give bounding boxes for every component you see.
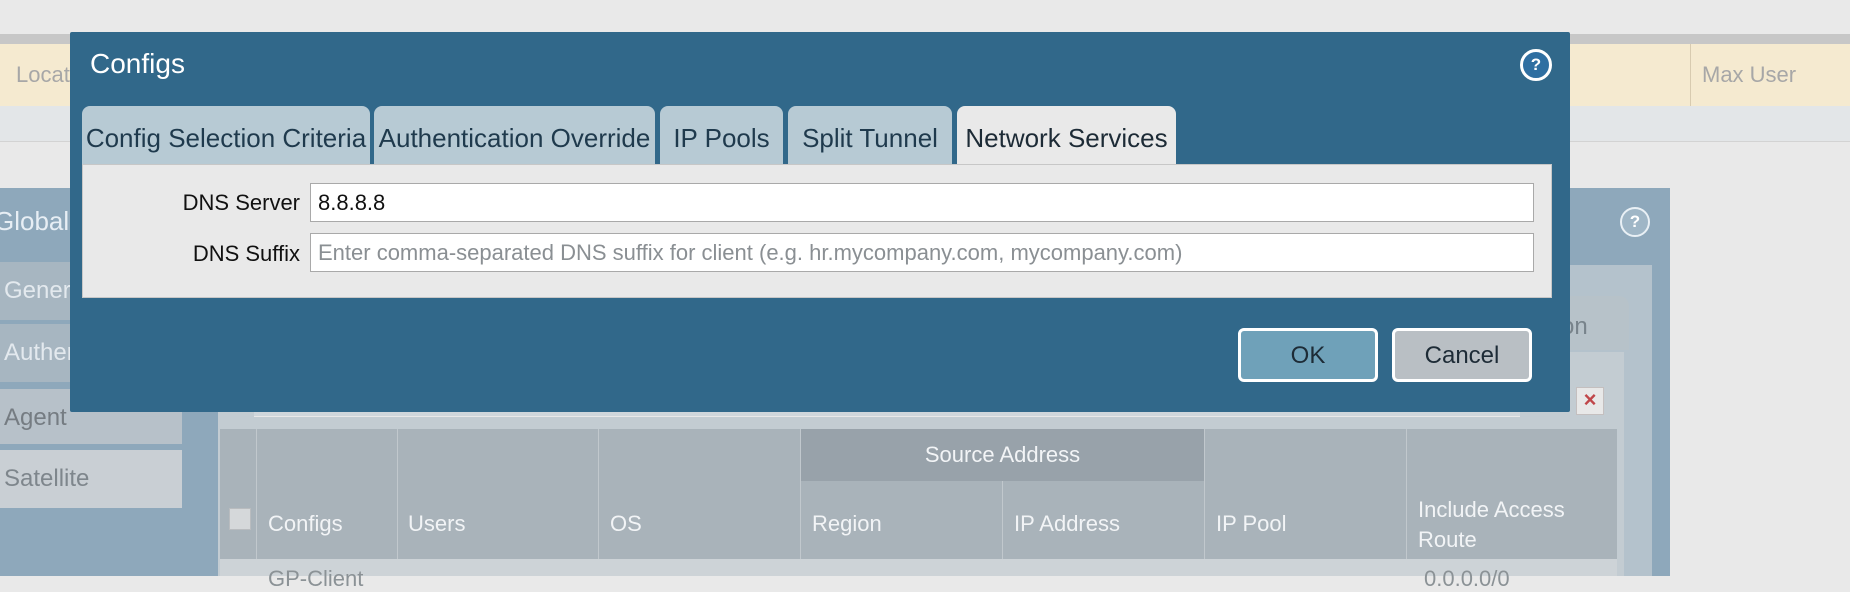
column-divider [1002,481,1003,559]
column-header-ip-pool[interactable]: IP Pool [1216,511,1287,536]
help-icon[interactable]: ? [1620,207,1650,237]
column-divider [1690,44,1691,106]
column-divider [397,429,398,559]
tab-config-selection-criteria[interactable]: Config Selection Criteria [82,106,370,164]
dns-suffix-label: DNS Suffix [192,241,300,266]
dialog-title: Configs [90,48,185,79]
tab-ip-pools[interactable]: IP Pools [660,106,783,164]
column-max-user-header[interactable]: Max User [1702,62,1797,87]
select-all-checkbox[interactable] [229,508,251,530]
table-row[interactable] [220,559,1617,576]
tab-authentication-override[interactable]: Authentication Override [374,106,655,164]
remove-icon[interactable]: × [1576,387,1604,415]
column-location-header[interactable]: Locat [16,62,70,87]
column-header-users[interactable]: Users [408,511,466,536]
column-header-configs[interactable]: Configs [268,511,343,536]
tab-network-services[interactable]: Network Services [957,106,1176,166]
dns-suffix-input[interactable] [310,233,1534,272]
column-header-include-access-route[interactable]: Include Access Route [1418,497,1565,552]
column-divider [1204,429,1205,559]
ok-button[interactable]: OK [1238,328,1378,382]
column-divider [598,429,599,559]
cancel-button[interactable]: Cancel [1392,328,1532,382]
help-icon[interactable]: ? [1520,49,1552,81]
source-address-group-header: Source Address [801,429,1204,481]
column-header-os[interactable]: OS [610,511,642,536]
column-divider [800,429,801,559]
tab-split-tunnel[interactable]: Split Tunnel [788,106,952,164]
nav-item-satellite[interactable]: Satellite [0,450,182,508]
dns-server-input[interactable] [310,183,1534,222]
table-cell-config: GP-Client [268,566,364,591]
column-header-region[interactable]: Region [812,511,882,536]
column-header-ip-address[interactable]: IP Address [1014,511,1120,536]
column-divider [1406,429,1407,559]
table-cell-route: 0.0.0.0/0 [1424,566,1510,591]
dns-server-label: DNS Server [182,190,300,215]
column-divider [256,429,257,559]
